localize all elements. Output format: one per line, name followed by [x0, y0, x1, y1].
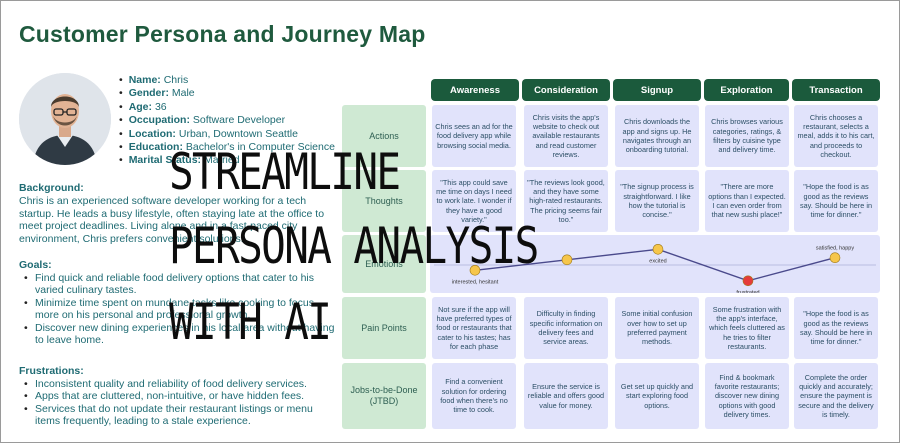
emotion-curve-panel: interested, hesitant excited frustrated sat…	[430, 235, 880, 293]
frustrations-list: Inconsistent quality and reliability of …	[19, 378, 339, 428]
overlay-line-1: STREAMLINE	[169, 143, 401, 201]
frustration-item: Inconsistent quality and reliability of …	[19, 378, 339, 391]
pain-point-cell: "Hope the food is as good as the reviews…	[794, 297, 878, 359]
jtbd-cell: Get set up quickly and start exploring f…	[615, 363, 699, 429]
emotion-label: interested, hesitant	[452, 279, 499, 285]
emotion-label: excited	[649, 258, 666, 264]
row-label-jtbd: Jobs-to-be-Done (JTBD)	[342, 363, 426, 429]
background-heading: Background:	[19, 182, 84, 194]
profile-education: Education: Bachelor's in Computer Scienc…	[119, 141, 335, 154]
stage-signup: Signup	[613, 79, 701, 101]
profile-occupation: Occupation: Software Developer	[119, 114, 335, 127]
profile-age: Age: 36	[119, 101, 335, 114]
persona-photo-icon	[19, 73, 111, 165]
profile-location: Location: Urban, Downtown Seattle	[119, 128, 335, 141]
actions-cell: Chris downloads the app and signs up. He…	[615, 105, 699, 167]
jtbd-cell: Ensure the service is reliable and offer…	[524, 363, 608, 429]
pain-point-cell: Some frustration with the app's interfac…	[705, 297, 789, 359]
emoji-face-icon	[829, 252, 841, 264]
stage-exploration: Exploration	[704, 79, 789, 101]
goals-list: Find quick and reliable food delivery op…	[19, 272, 339, 346]
emoji-face-icon	[652, 244, 664, 255]
emoji-face-icon	[561, 254, 573, 266]
frustration-item: Services that do not update their restau…	[19, 403, 339, 428]
thoughts-cell: "This app could save me time on days I n…	[432, 170, 516, 232]
profile-marital-status: Marital Status: Married	[119, 154, 335, 167]
profile-gender: Gender: Male	[119, 87, 335, 100]
page-title: Customer Persona and Journey Map	[19, 21, 426, 47]
goal-item: Minimize time spent on mundane tasks lik…	[19, 297, 339, 322]
goal-item: Find quick and reliable food delivery op…	[19, 272, 339, 297]
emotion-points: interested, hesitant excited frustrated sat…	[452, 244, 854, 293]
pain-point-cell: Some initial confusion over how to set u…	[615, 297, 699, 359]
overlay-line-2: PERSONA ANALYSIS	[169, 217, 539, 275]
row-label-pain-points: Pain Points	[342, 297, 426, 359]
row-label-actions: Actions	[342, 105, 426, 167]
actions-cell: Chris sees an ad for the food delivery a…	[432, 105, 516, 167]
row-label-emotions: Emotions	[342, 235, 426, 293]
stage-transaction: Transaction	[792, 79, 880, 101]
emotion-curve-svg: interested, hesitant excited frustrated sat…	[434, 244, 876, 293]
actions-cell: Chris visits the app's website to check …	[524, 105, 608, 167]
jtbd-cell: Find a convenient solution for ordering …	[432, 363, 516, 429]
thoughts-cell: "There are more options than I expected.…	[705, 170, 789, 232]
jtbd-cell: Find & bookmark favorite restaurants; di…	[705, 363, 789, 429]
row-label-thoughts: Thoughts	[342, 170, 426, 232]
pain-point-cell: Difficulty in finding specific informati…	[524, 297, 608, 359]
persona-avatar	[19, 73, 111, 165]
goal-item: Discover new dining experiences in his l…	[19, 322, 339, 347]
thoughts-cell: "The reviews look good, and they have so…	[524, 170, 608, 232]
goals-heading: Goals:	[19, 259, 52, 271]
thoughts-cell: "Hope the food is as good as the reviews…	[794, 170, 878, 232]
profile-name: Name: Chris	[119, 74, 335, 87]
stage-awareness: Awareness	[431, 79, 519, 101]
background-text: Chris is an experienced software develop…	[19, 195, 325, 245]
actions-cell: Chris chooses a restaurant, selects a me…	[794, 105, 878, 167]
emoji-face-icon	[742, 275, 754, 287]
emotion-label: frustrated	[736, 290, 759, 293]
emotion-label: satisfied, happy	[816, 246, 854, 252]
pain-point-cell: Not sure if the app will have preferred …	[432, 297, 516, 359]
stage-consideration: Consideration	[522, 79, 610, 101]
frustrations-heading: Frustrations:	[19, 365, 84, 377]
emoji-face-icon	[469, 264, 481, 276]
frustration-item: Apps that are cluttered, non-intuitive, …	[19, 390, 339, 403]
jtbd-cell: Complete the order quickly and accuratel…	[794, 363, 878, 429]
thoughts-cell: "The signup process is straightforward. …	[615, 170, 699, 232]
actions-cell: Chris browses various categories, rating…	[705, 105, 789, 167]
overlay-line-3: WITH AI	[169, 293, 332, 351]
persona-profile-list: Name: Chris Gender: Male Age: 36 Occupat…	[119, 74, 335, 168]
